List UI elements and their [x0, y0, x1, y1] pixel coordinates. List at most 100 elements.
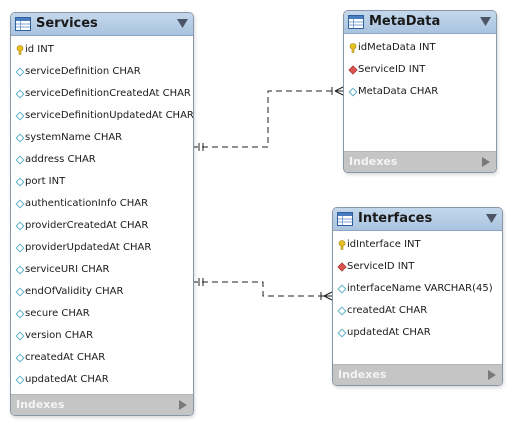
column-label: ServiceID INT	[358, 64, 426, 75]
column-diamond-icon	[348, 87, 358, 97]
column-label: providerCreatedAt CHAR	[25, 220, 149, 231]
column-row[interactable]: port INT	[11, 171, 193, 193]
column-label: serviceDefinitionCreatedAt CHAR	[25, 88, 191, 99]
column-row[interactable]: updatedAt CHAR	[333, 322, 502, 344]
indexes-section[interactable]: Indexes	[333, 364, 502, 385]
collapse-triangle-icon[interactable]	[480, 17, 491, 26]
column-diamond-icon	[15, 155, 25, 165]
column-label: address CHAR	[25, 154, 96, 165]
collapse-triangle-icon[interactable]	[177, 19, 188, 28]
column-row[interactable]: authenticationInfo CHAR	[11, 193, 193, 215]
column-diamond-icon	[15, 331, 25, 341]
column-diamond-icon	[15, 243, 25, 253]
column-row[interactable]: ServiceID INT	[344, 59, 496, 81]
column-label: interfaceName VARCHAR(45)	[347, 283, 493, 294]
column-row[interactable]: ServiceID INT	[333, 256, 502, 278]
column-diamond-icon	[337, 328, 347, 338]
column-row[interactable]: version CHAR	[11, 325, 193, 347]
crows-foot-prong	[323, 295, 333, 301]
primary-key-icon	[338, 240, 346, 250]
column-label: id INT	[25, 44, 54, 55]
column-row[interactable]: MetaData CHAR	[344, 81, 496, 103]
crows-foot-prong	[323, 291, 333, 297]
foreign-key-icon	[337, 262, 347, 272]
column-label: serviceDefinition CHAR	[25, 66, 141, 77]
entity-header[interactable]: Services	[11, 13, 193, 36]
column-label: createdAt CHAR	[25, 352, 106, 363]
entity-title: MetaData	[369, 14, 441, 29]
column-label: port INT	[25, 176, 66, 187]
column-row[interactable]: createdAt CHAR	[11, 347, 193, 369]
column-row[interactable]: interfaceName VARCHAR(45)	[333, 278, 502, 300]
column-diamond-icon	[15, 133, 25, 143]
primary-key-icon	[349, 43, 357, 53]
table-icon	[348, 15, 364, 29]
column-label: version CHAR	[25, 330, 94, 341]
column-row[interactable]: updatedAt CHAR	[11, 369, 193, 391]
entity-metadata[interactable]: MetaData idMetaData INT ServiceID INT Meta…	[343, 10, 497, 173]
relationship-services-metadata[interactable]	[192, 86, 344, 151]
foreign-key-icon	[348, 65, 358, 75]
column-diamond-icon	[15, 221, 25, 231]
column-diamond-icon	[337, 284, 347, 294]
column-row[interactable]: providerUpdatedAt CHAR	[11, 237, 193, 259]
column-diamond-icon	[15, 67, 25, 77]
column-list: idInterface INT ServiceID INT interfaceNam…	[333, 231, 502, 344]
column-label: updatedAt CHAR	[347, 327, 431, 338]
collapse-triangle-icon[interactable]	[486, 214, 497, 223]
indexes-section[interactable]: Indexes	[344, 151, 496, 172]
primary-key-icon	[16, 45, 24, 55]
column-label: systemName CHAR	[25, 132, 123, 143]
column-label: secure CHAR	[25, 308, 90, 319]
relationship-services-interfaces[interactable]	[192, 278, 333, 301]
column-diamond-icon	[15, 309, 25, 319]
column-label: updatedAt CHAR	[25, 374, 109, 385]
column-row[interactable]: serviceDefinitionCreatedAt CHAR	[11, 83, 193, 105]
entity-services[interactable]: Services id INT serviceDefinition CHAR ser…	[10, 12, 194, 416]
column-diamond-icon	[337, 306, 347, 316]
entity-title: Interfaces	[358, 211, 433, 226]
column-label: serviceDefinitionUpdatedAt CHAR	[25, 110, 194, 121]
column-row[interactable]: endOfValidity CHAR	[11, 281, 193, 303]
column-row[interactable]: createdAt CHAR	[333, 300, 502, 322]
column-diamond-icon	[15, 375, 25, 385]
crows-foot-prong	[334, 90, 344, 96]
column-row[interactable]: idMetaData INT	[344, 37, 496, 59]
indexes-label: Indexes	[16, 398, 65, 411]
column-label: authenticationInfo CHAR	[25, 198, 149, 209]
column-row[interactable]: serviceDefinitionUpdatedAt CHAR	[11, 105, 193, 127]
indexes-section[interactable]: Indexes	[11, 394, 193, 415]
column-list: id INT serviceDefinition CHAR serviceDefin…	[11, 36, 193, 391]
column-label: idInterface INT	[347, 239, 421, 250]
entity-header[interactable]: Interfaces	[333, 208, 502, 231]
column-label: providerUpdatedAt CHAR	[25, 242, 152, 253]
expand-triangle-icon[interactable]	[482, 157, 490, 167]
column-label: idMetaData INT	[358, 42, 436, 53]
column-row[interactable]: address CHAR	[11, 149, 193, 171]
column-row[interactable]: providerCreatedAt CHAR	[11, 215, 193, 237]
relationship-line	[192, 90, 343, 148]
column-row[interactable]: systemName CHAR	[11, 127, 193, 149]
column-row[interactable]: serviceURI CHAR	[11, 259, 193, 281]
table-icon	[337, 212, 353, 226]
column-diamond-icon	[15, 111, 25, 121]
column-label: ServiceID INT	[347, 261, 415, 272]
column-row[interactable]: secure CHAR	[11, 303, 193, 325]
indexes-label: Indexes	[349, 155, 398, 168]
entity-title: Services	[36, 16, 98, 31]
expand-triangle-icon[interactable]	[488, 370, 496, 380]
entity-header[interactable]: MetaData	[344, 11, 496, 34]
expand-triangle-icon[interactable]	[179, 400, 187, 410]
column-row[interactable]: id INT	[11, 39, 193, 61]
column-row[interactable]: idInterface INT	[333, 234, 502, 256]
column-row[interactable]: serviceDefinition CHAR	[11, 61, 193, 83]
column-label: endOfValidity CHAR	[25, 286, 124, 297]
column-diamond-icon	[15, 287, 25, 297]
table-icon	[15, 17, 31, 31]
column-diamond-icon	[15, 199, 25, 209]
column-diamond-icon	[15, 265, 25, 275]
indexes-label: Indexes	[338, 368, 387, 381]
column-label: serviceURI CHAR	[25, 264, 110, 275]
